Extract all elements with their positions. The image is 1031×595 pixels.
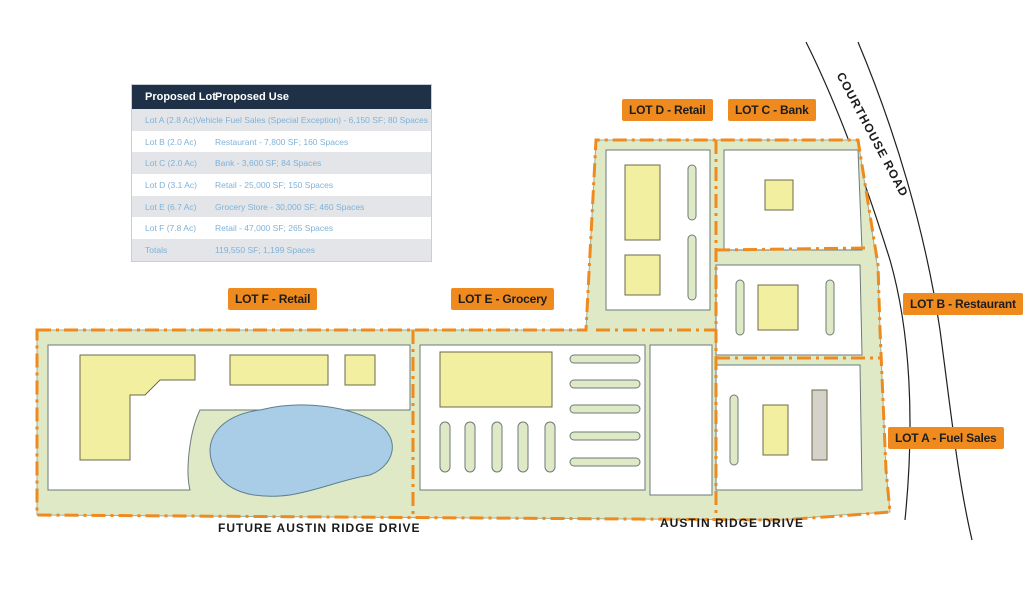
lot-e-label: LOT E - Grocery bbox=[451, 288, 555, 310]
lot-a-canopy bbox=[811, 389, 828, 461]
row-use: Restaurant - 7,800 SF; 160 Spaces bbox=[215, 136, 349, 147]
header-lot: Proposed Lot bbox=[145, 91, 216, 103]
lot-f-anchor-building bbox=[79, 354, 196, 461]
lot-e-grocery-building bbox=[439, 351, 553, 408]
lot-d-building-2 bbox=[624, 254, 661, 296]
lot-d-building-1 bbox=[624, 164, 661, 241]
future-austin-ridge-drive-label: FUTURE AUSTIN RIDGE DRIVE bbox=[218, 521, 421, 535]
table-header: Proposed Lot Proposed Use bbox=[132, 85, 431, 109]
row-lot: Lot D (3.1 Ac) bbox=[145, 179, 197, 190]
lot-a-label: LOT A - Fuel Sales bbox=[888, 427, 1004, 449]
courthouse-road-edge-east bbox=[857, 41, 973, 541]
table-row: Lot C (2.0 Ac) Bank - 3,600 SF; 84 Spaces bbox=[132, 152, 431, 175]
row-use: 119,550 SF; 1,199 Spaces bbox=[215, 244, 316, 255]
lot-b-label: LOT B - Restaurant bbox=[903, 293, 1023, 315]
row-use: Bank - 3,600 SF; 84 Spaces bbox=[215, 158, 322, 169]
lot-a-fuel-building bbox=[762, 404, 789, 456]
row-use: Vehicle Fuel Sales (Special Exception) -… bbox=[195, 114, 429, 125]
table-row: Totals 119,550 SF; 1,199 Spaces bbox=[132, 239, 431, 261]
proposed-lot-table: Proposed Lot Proposed Use Lot A (2.8 Ac)… bbox=[131, 84, 432, 262]
lot-d-label: LOT D - Retail bbox=[622, 99, 713, 121]
table-body: Lot A (2.8 Ac)Vehicle Fuel Sales (Specia… bbox=[132, 109, 431, 261]
row-lot: Lot C (2.0 Ac) bbox=[145, 158, 197, 169]
lot-f-shops-1 bbox=[229, 354, 329, 386]
table-row: Lot A (2.8 Ac)Vehicle Fuel Sales (Specia… bbox=[132, 109, 431, 131]
table-row: Lot D (3.1 Ac) Retail - 25,000 SF; 150 Sp… bbox=[132, 174, 431, 196]
lot-c-label: LOT C - Bank bbox=[728, 99, 816, 121]
parking-islands bbox=[439, 164, 835, 473]
pond bbox=[209, 404, 393, 497]
row-lot: Lot A (2.8 Ac) bbox=[145, 114, 196, 125]
lot-c-bank-building bbox=[764, 179, 794, 211]
header-use: Proposed Use bbox=[215, 91, 289, 103]
lot-f-shops-2 bbox=[344, 354, 376, 386]
row-use: Retail - 25,000 SF; 150 Spaces bbox=[215, 179, 334, 190]
austin-ridge-drive-label: AUSTIN RIDGE DRIVE bbox=[660, 516, 805, 530]
center-drive bbox=[649, 344, 713, 496]
lot-f-label: LOT F - Retail bbox=[228, 288, 318, 310]
row-use: Grocery Store - 30,000 SF; 460 Spaces bbox=[215, 201, 365, 212]
table-row: Lot E (6.7 Ac) Grocery Store - 30,000 SF;… bbox=[132, 195, 431, 218]
row-lot: Totals bbox=[145, 244, 168, 255]
table-row: Lot B (2.0 Ac) Restaurant - 7,800 SF; 160… bbox=[132, 131, 431, 153]
table-row: Lot F (7.8 Ac) Retail - 47,000 SF; 265 Sp… bbox=[132, 217, 431, 239]
row-lot: Lot E (6.7 Ac) bbox=[145, 201, 197, 212]
lot-boundaries bbox=[35, 138, 892, 522]
row-lot: Lot F (7.8 Ac) bbox=[145, 223, 197, 234]
row-use: Retail - 47,000 SF; 265 Spaces bbox=[215, 223, 334, 234]
lot-b-restaurant-building bbox=[757, 284, 799, 331]
row-lot: Lot B (2.0 Ac) bbox=[145, 136, 197, 147]
